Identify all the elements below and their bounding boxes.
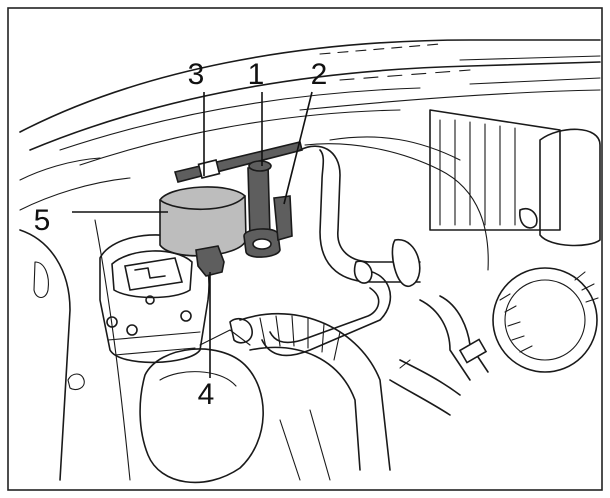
callout-1: 1 — [248, 58, 265, 91]
reservoir-block — [99, 234, 210, 364]
part-5-housing — [159, 186, 247, 257]
left-fender — [19, 219, 131, 481]
part-2-hose — [273, 195, 293, 242]
callout-3: 3 — [188, 58, 205, 91]
part-3-rod — [173, 141, 303, 183]
part-4-bracket — [195, 245, 225, 277]
leader-lines — [72, 91, 313, 378]
engine-hoses — [261, 109, 601, 416]
frame-border — [7, 7, 603, 491]
callout-5: 5 — [34, 204, 51, 237]
callout-2: 2 — [311, 58, 328, 91]
callout-4: 4 — [198, 378, 215, 411]
leader-2 — [283, 91, 313, 205]
callouts: 3 1 2 5 4 — [34, 58, 328, 411]
part-1-pipe — [243, 160, 281, 258]
hood-outline — [19, 39, 601, 211]
air-duct — [229, 312, 391, 481]
